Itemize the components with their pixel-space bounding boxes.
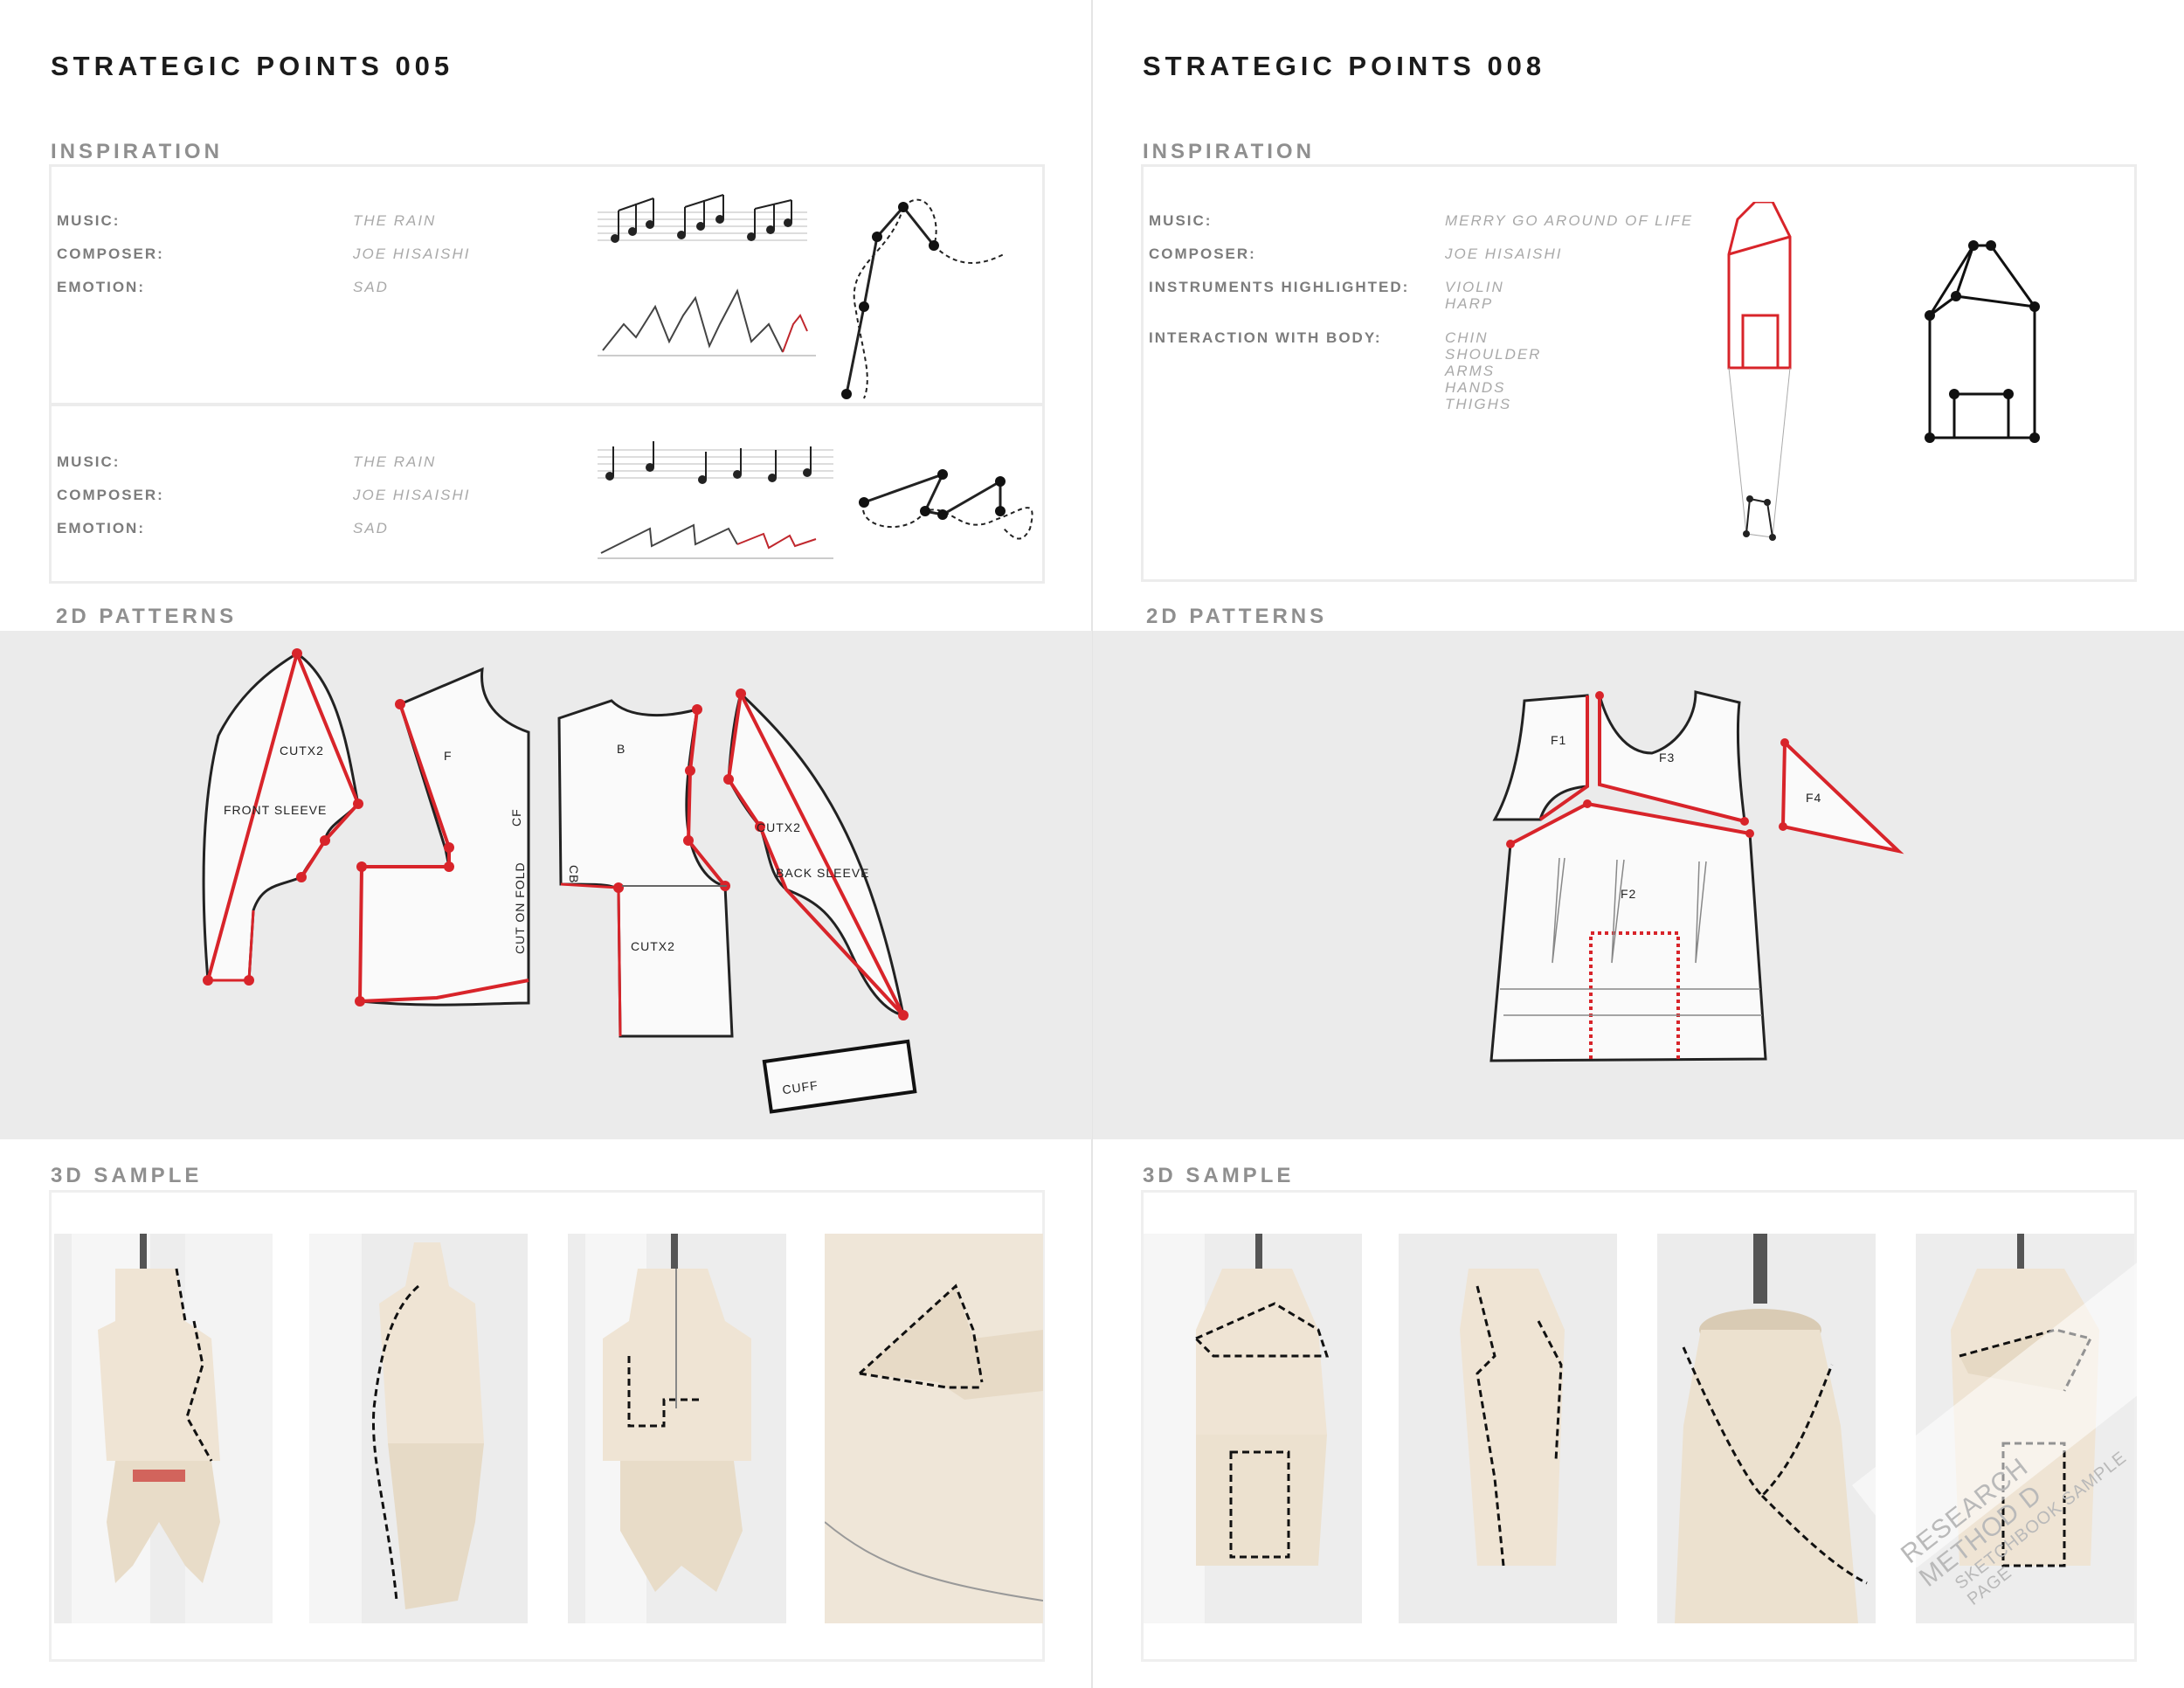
back-sleeve-piece: CUTX2 BACK SLEEVE [723,688,909,1020]
music-label: MUSIC: [57,212,121,229]
music-value: MERRY GO AROUND OF LIFE [1445,212,1694,229]
sample-photo-back [568,1234,786,1623]
pattern-label-cb: CB [567,865,581,883]
pattern-label-cutx2: CUTX2 [757,820,801,834]
cuff-piece: CUFF [762,1039,917,1114]
emotion-value: SAD [353,279,389,295]
inspiration-label: INSPIRATION [1143,140,1315,163]
patterns-label: 2D PATTERNS [56,605,238,628]
sample-photo-side [309,1234,528,1623]
composer-value: JOE HISAISHI [353,487,471,503]
interaction-item: HANDS [1445,379,1506,396]
pattern-label-f4: F4 [1806,791,1821,805]
interaction-label: INTERACTION WITH BODY: [1149,329,1382,346]
strategic-points-diagram-2 [859,469,1033,540]
strategic-points-diagram [1925,240,2040,443]
pattern-label-cutx2: CUTX2 [280,744,324,758]
instruments-list: VIOLIN HARP [1445,279,1504,312]
front-sleeve-piece: CUTX2 FRONT SLEEVE [202,648,363,986]
music-value: THE RAIN [353,453,437,470]
right-page: STRATEGIC POINTS 008 INSPIRATION MUSIC: … [1093,0,2184,1688]
left-page: STRATEGIC POINTS 005 INSPIRATION MUSIC: … [0,51,1092,1662]
front-bodice-piece: F CF CUT ON FOLD [355,667,530,1007]
patterns-band: F1 F3 F4 [1093,631,2184,1139]
composer-label: COMPOSER: [1149,246,1256,262]
composer-value: JOE HISAISHI [353,246,471,262]
sample-label: 3D SAMPLE [51,1164,203,1187]
music-score-sketch [598,441,833,559]
pattern-label-cuff: CUFF [781,1078,819,1097]
interaction-item: CHIN [1445,329,1489,346]
page-title: STRATEGIC POINTS 008 [1143,51,1546,81]
emotion-value: SAD [353,520,389,536]
pattern-piece-f1: F1 [1492,694,1589,821]
emotion-label: EMOTION: [57,520,145,536]
interaction-item: ARMS [1445,363,1496,379]
pattern-label-f3: F3 [1659,751,1675,764]
pattern-label-f: F [444,749,453,763]
inspiration-box-1: MUSIC: COMPOSER: EMOTION: THE RAIN JOE H… [49,164,1045,405]
right-pattern-pieces: F1 F3 F4 [1489,690,1904,1062]
music-label: MUSIC: [57,453,121,470]
music-label: MUSIC: [1149,212,1213,229]
pattern-label-front-sleeve: FRONT SLEEVE [224,803,327,817]
inspiration-box-2: MUSIC: COMPOSER: EMOTION: THE RAIN JOE H… [49,404,1045,584]
pattern-label-b: B [617,742,625,756]
body-violin-sketch [1727,202,1792,541]
pattern-label-f2: F2 [1621,887,1636,901]
pattern-label-cut-on-fold: CUT ON FOLD [513,861,527,954]
sample-photo-front [54,1234,273,1623]
composer-value: JOE HISAISHI [1445,246,1563,262]
emotion-label: EMOTION: [57,279,145,295]
sample-label: 3D SAMPLE [1143,1164,1295,1187]
instruments-label: INSTRUMENTS HIGHLIGHTED: [1149,279,1410,295]
interaction-item: SHOULDER [1445,346,1542,363]
instrument-item: VIOLIN [1445,279,1504,295]
music-value: THE RAIN [353,212,437,229]
interaction-item: THIGHS [1445,396,1512,412]
inspiration-box: MUSIC: COMPOSER: INSTRUMENTS HIGHLIGHTED… [1141,164,2137,582]
sample-photo-front [1144,1234,1362,1623]
pattern-piece-f3: F3 [1595,690,1749,826]
strategic-points-diagram-1 [841,198,1005,399]
sample-photo-side [1399,1234,1617,1623]
pattern-label-f1: F1 [1551,733,1566,747]
page-gutter [1091,0,1093,1688]
page-title: STRATEGIC POINTS 005 [51,51,454,81]
sample-photo-detail [825,1234,1043,1623]
interaction-list: CHIN SHOULDER ARMS HANDS THIGHS [1445,329,1541,412]
instrument-item: HARP [1445,295,1494,312]
pattern-piece-f4: F4 [1779,738,1904,854]
left-pattern-pieces: CUTX2 FRONT SLEEVE F CF CUT ON FOLD B [202,648,917,1114]
pattern-piece-f2: F2 [1489,799,1767,1062]
pattern-label-back-sleeve: BACK SLEEVE [776,866,870,880]
patterns-label: 2D PATTERNS [1146,605,1328,628]
composer-label: COMPOSER: [57,246,164,262]
music-score-sketch [598,194,816,356]
pattern-label-cutx2: CUTX2 [631,939,675,953]
sample-photo-neck-detail [1657,1234,1876,1623]
composer-label: COMPOSER: [57,487,164,503]
inspiration-label: INSPIRATION [51,140,223,163]
patterns-band: CUTX2 FRONT SLEEVE F CF CUT ON FOLD B [0,631,1092,1139]
back-bodice-piece: B CB CUTX2 [557,699,734,1038]
pattern-label-cf: CF [509,808,523,827]
